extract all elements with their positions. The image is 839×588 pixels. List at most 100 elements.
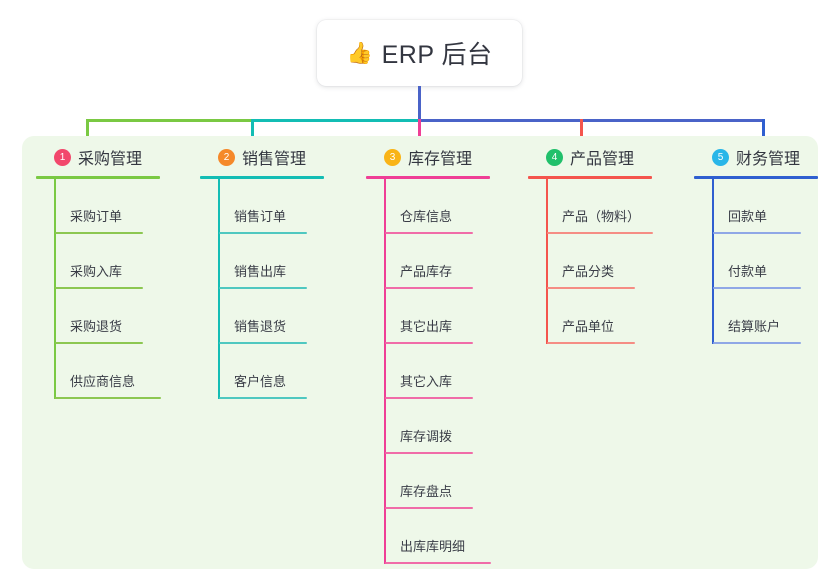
leaf-item[interactable]: 销售订单	[219, 179, 352, 234]
leaf-item[interactable]: 供应商信息	[55, 344, 188, 399]
diagram-panel	[22, 136, 818, 569]
column-header-5[interactable]: 5 财务管理	[694, 144, 839, 170]
leaf-item-underline	[547, 287, 635, 289]
leaf-item-label: 出库库明细	[400, 539, 466, 554]
column-header-1[interactable]: 1 采购管理	[36, 144, 188, 170]
leaf-item[interactable]: 销售出库	[219, 234, 352, 289]
leaf-item-label: 销售订单	[234, 209, 287, 224]
leaf-item-label: 产品库存	[400, 264, 453, 279]
leaf-item-label: 供应商信息	[70, 374, 136, 389]
leaf-spine-3	[384, 179, 386, 564]
column-title-5: 财务管理	[736, 151, 801, 168]
leaf-item-label: 采购入库	[70, 264, 123, 279]
leaf-spine-4	[546, 179, 548, 344]
leaf-item-underline	[55, 397, 161, 399]
leaf-item-label: 结算账户	[728, 319, 781, 334]
column-4: 4 产品管理产品（物料） 产品分类产品单位	[528, 144, 680, 344]
leaf-item-underline	[713, 232, 801, 234]
column-5: 5 财务管理回款单付款单结算账户	[694, 144, 839, 344]
leaf-item[interactable]: 产品分类	[547, 234, 680, 289]
leaf-item-underline	[713, 342, 801, 344]
leaf-item-label: 产品（物料）	[562, 209, 641, 224]
leaf-item-label: 付款单	[728, 264, 768, 279]
leaf-item[interactable]: 产品单位	[547, 289, 680, 344]
leaf-item-underline	[385, 232, 473, 234]
root-title: ERP 后台	[381, 41, 493, 69]
leaf-item-underline	[547, 342, 635, 344]
leaf-item[interactable]: 其它出库	[385, 289, 518, 344]
leaf-item-label: 采购订单	[70, 209, 123, 224]
leaf-item-label: 其它出库	[400, 319, 453, 334]
column-header-2[interactable]: 2 销售管理	[200, 144, 352, 170]
leaf-item-underline	[55, 342, 143, 344]
leaf-item[interactable]: 仓库信息	[385, 179, 518, 234]
column-3: 3 库存管理仓库信息产品库存其它出库其它入库库存调拨库存盘点出库库明细	[366, 144, 518, 564]
leaf-item-underline	[385, 397, 473, 399]
column-header-3[interactable]: 3 库存管理	[366, 144, 518, 170]
column-header-4[interactable]: 4 产品管理	[528, 144, 680, 170]
leaf-item[interactable]: 库存盘点	[385, 454, 518, 509]
leaf-item[interactable]: 销售退货	[219, 289, 352, 344]
leaf-item-underline	[385, 562, 491, 564]
leaf-spine-2	[218, 179, 220, 399]
leaf-item[interactable]: 库存调拨	[385, 399, 518, 454]
leaf-item-underline	[713, 287, 801, 289]
leaf-item-label: 产品分类	[562, 264, 615, 279]
leaf-item-label: 库存盘点	[400, 484, 453, 499]
leaf-item-label: 客户信息	[234, 374, 287, 389]
column-2: 2 销售管理销售订单销售出库销售退货客户信息	[200, 144, 352, 399]
column-title-1: 采购管理	[78, 151, 143, 168]
leaf-spine-1	[54, 179, 56, 399]
leaf-item[interactable]: 产品（物料）	[547, 179, 680, 234]
column-underline-5	[694, 176, 818, 179]
leaf-item-label: 回款单	[728, 209, 768, 224]
leaf-item-label: 其它入库	[400, 374, 453, 389]
leaf-item[interactable]: 采购退货	[55, 289, 188, 344]
column-underline-3	[366, 176, 490, 179]
leaf-item-underline	[219, 342, 307, 344]
root-node[interactable]: 👍 ERP 后台	[317, 20, 522, 86]
column-underline-1	[36, 176, 160, 179]
column-title-2: 销售管理	[242, 151, 307, 168]
column-underline-2	[200, 176, 324, 179]
column-badge-5: 5	[712, 148, 729, 166]
leaf-item-underline	[219, 287, 307, 289]
leaf-item-underline	[385, 342, 473, 344]
leaf-item-underline	[55, 232, 143, 234]
leaf-item-label: 产品单位	[562, 319, 615, 334]
leaf-item[interactable]: 其它入库	[385, 344, 518, 399]
leaf-item[interactable]: 采购入库	[55, 234, 188, 289]
leaf-group-3: 仓库信息产品库存其它出库其它入库库存调拨库存盘点出库库明细	[366, 179, 518, 564]
leaf-item-underline	[55, 287, 143, 289]
leaf-group-2: 销售订单销售出库销售退货客户信息	[200, 179, 352, 399]
column-badge-2: 2	[218, 148, 235, 166]
column-badge-3: 3	[384, 148, 401, 166]
leaf-item[interactable]: 采购订单	[55, 179, 188, 234]
leaf-item[interactable]: 付款单	[713, 234, 839, 289]
leaf-item-underline	[385, 452, 473, 454]
column-underline-4	[528, 176, 652, 179]
column-badge-1: 1	[54, 148, 71, 166]
leaf-item-label: 销售出库	[234, 264, 287, 279]
leaf-item-label: 采购退货	[70, 319, 123, 334]
leaf-item-label: 销售退货	[234, 319, 287, 334]
column-badge-4: 4	[546, 148, 563, 166]
leaf-group-4: 产品（物料） 产品分类产品单位	[528, 179, 680, 344]
leaf-group-5: 回款单付款单结算账户	[694, 179, 839, 344]
leaf-group-1: 采购订单采购入库采购退货供应商信息	[36, 179, 188, 399]
leaf-item-label: 库存调拨	[400, 429, 453, 444]
leaf-item-underline	[219, 397, 307, 399]
leaf-item[interactable]: 结算账户	[713, 289, 839, 344]
leaf-item[interactable]: 产品库存	[385, 234, 518, 289]
thumbs-up-icon: 👍	[346, 40, 373, 65]
column-1: 1 采购管理采购订单采购入库采购退货供应商信息	[36, 144, 188, 399]
column-title-3: 库存管理	[408, 151, 473, 168]
leaf-spine-5	[712, 179, 714, 344]
leaf-item-underline	[385, 507, 473, 509]
leaf-item[interactable]: 回款单	[713, 179, 839, 234]
column-title-4: 产品管理	[570, 151, 635, 168]
leaf-item[interactable]: 出库库明细	[385, 509, 518, 564]
leaf-item[interactable]: 客户信息	[219, 344, 352, 399]
leaf-item-underline	[547, 232, 653, 234]
